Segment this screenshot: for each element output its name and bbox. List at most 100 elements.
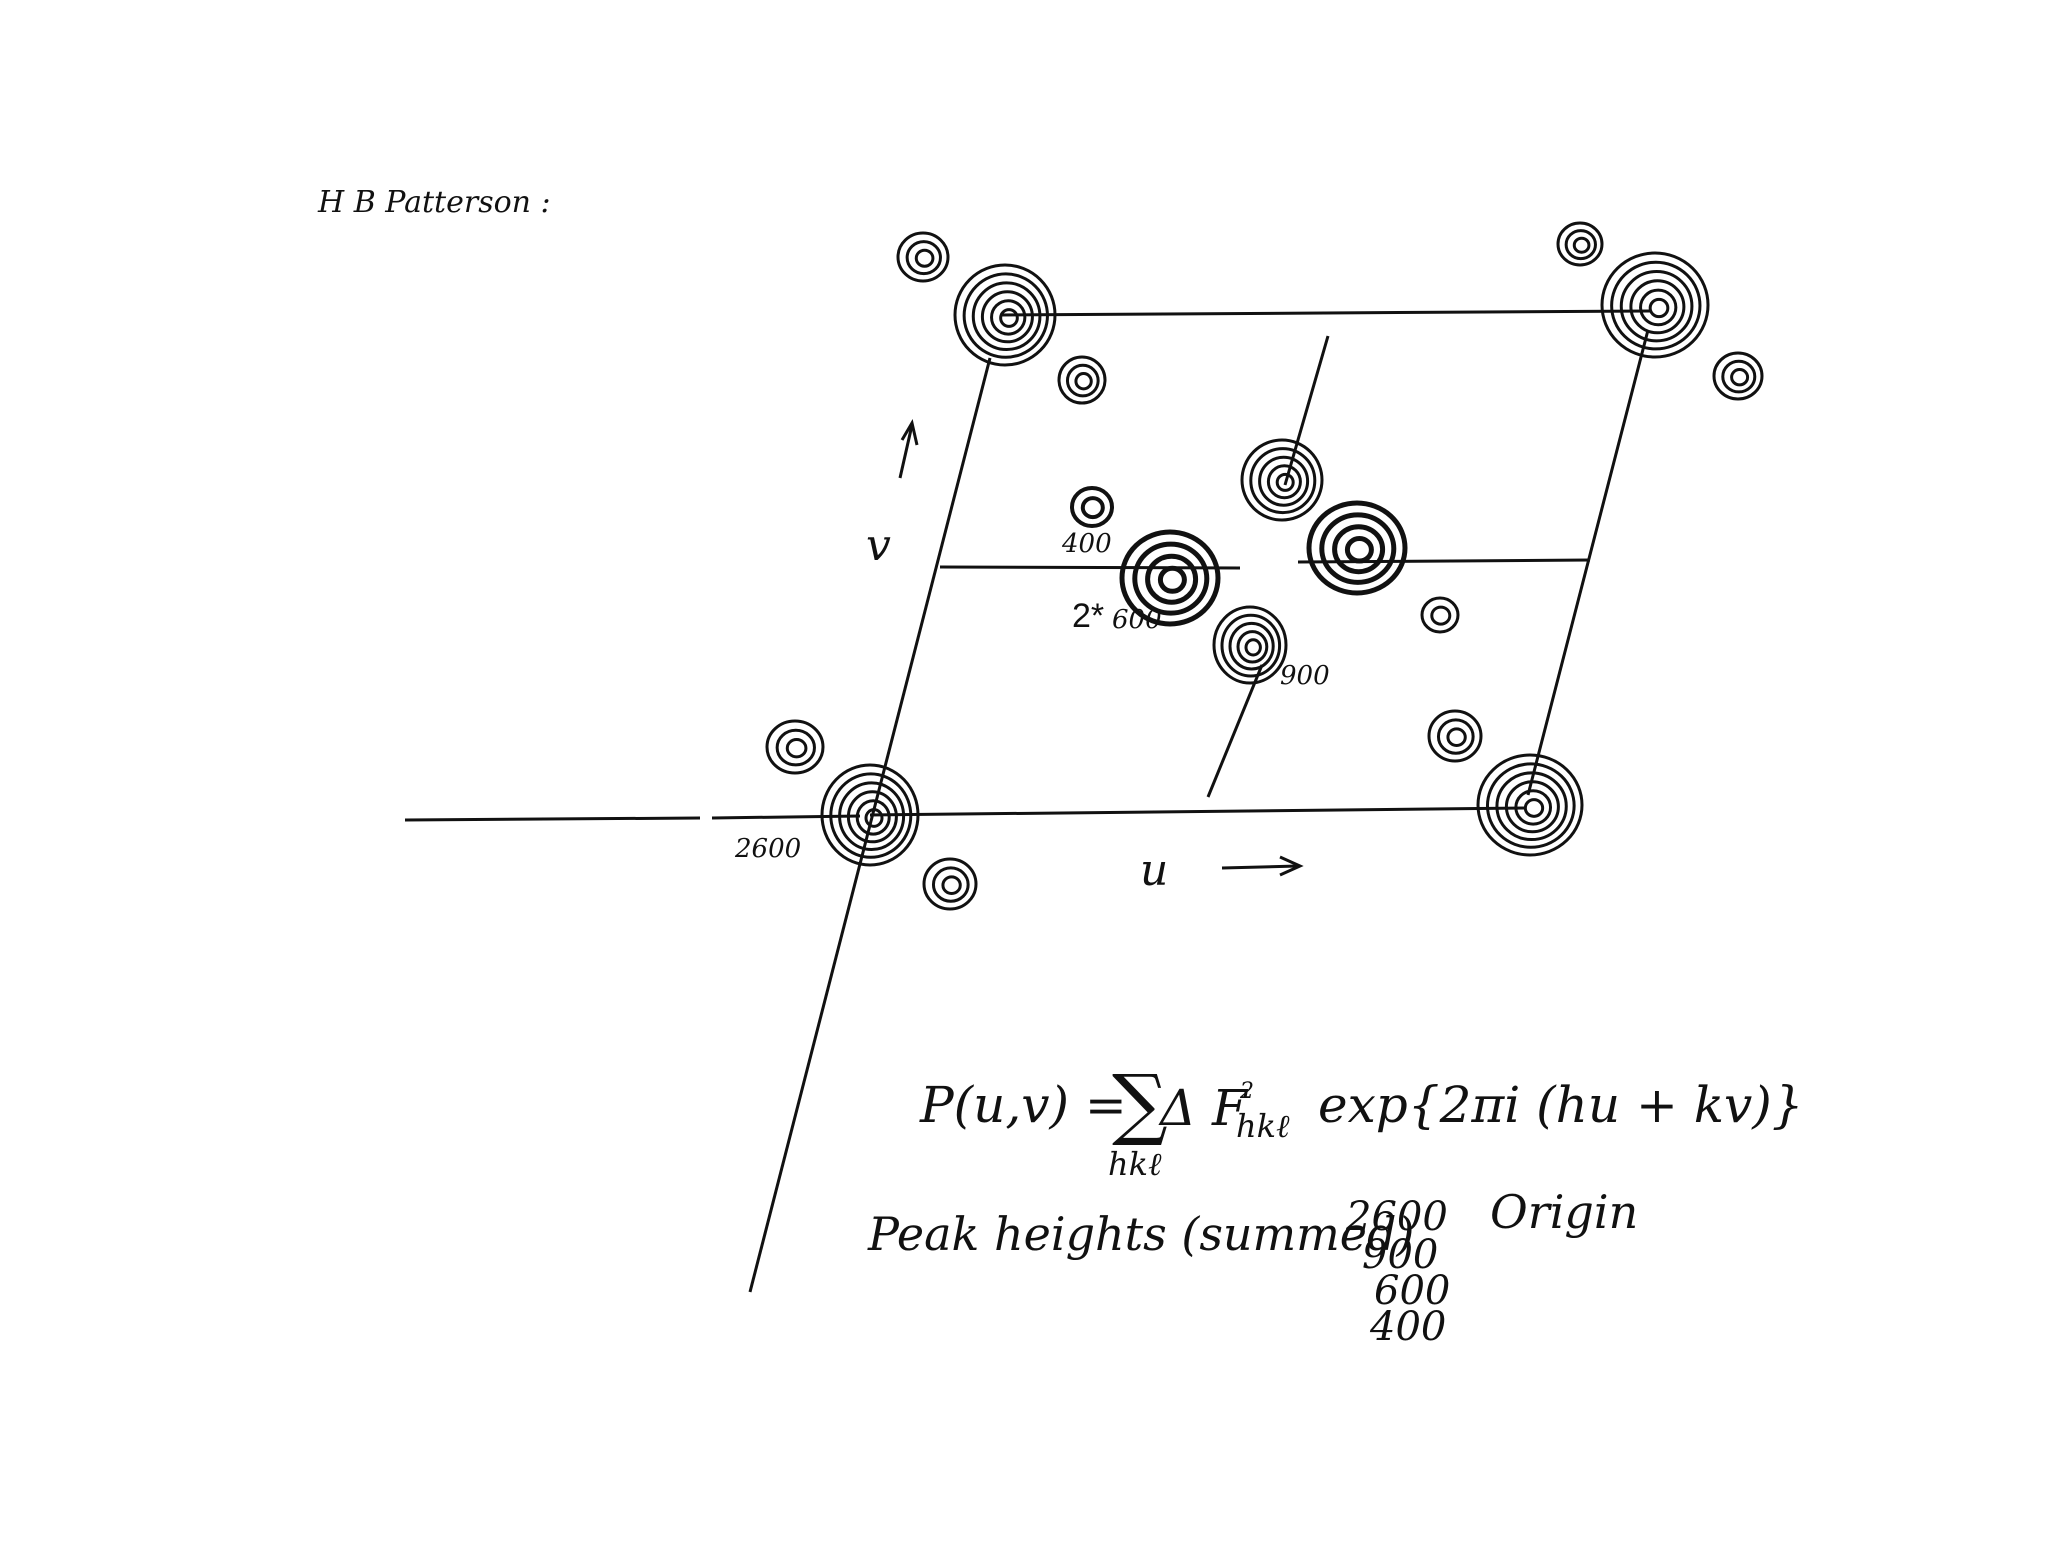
v-arrow-icon <box>898 418 919 479</box>
peak-height-value-2: 900 <box>1362 1232 1438 1278</box>
origin-peak-bottom-right-contour <box>1504 780 1560 834</box>
peak-900-upper-contour <box>1266 464 1302 500</box>
peak-small-left-outer-contour <box>785 738 808 759</box>
peak-small-right-center-contour <box>1420 596 1460 634</box>
origin-peak-top-left-contour <box>990 299 1027 336</box>
peak-small-lower-right-contour <box>1436 718 1475 755</box>
peak-heights-label: Peak heights (summed) <box>867 1207 1414 1261</box>
origin-peak-bottom-left-contour <box>838 781 906 852</box>
formula-delta-f: Δ F <box>1158 1079 1249 1137</box>
origin-peak-bottom-left-contour <box>855 799 891 836</box>
peak-small-top-left-outer-contour <box>896 231 950 283</box>
peak-small-left-outer-contour <box>775 728 816 767</box>
peak-900-upper-contour <box>1275 472 1295 492</box>
origin-peak-top-left <box>953 263 1057 367</box>
cell-edge-top <box>999 309 1651 317</box>
peak-600-label: 600 <box>1112 605 1162 635</box>
origin-peak-bottom-right <box>1476 753 1584 857</box>
origin-peak-bottom-right-contour <box>1514 789 1553 826</box>
peak-small-right-center-contour <box>1430 605 1452 626</box>
origin-peak-top-right-contour <box>1629 279 1686 335</box>
origin-peak-top-right <box>1600 251 1710 359</box>
origin-peak-top-right-contour <box>1600 251 1710 359</box>
peak-small-upper-left-inner-contour <box>1065 363 1100 398</box>
peak-small-bottom-outer-contour <box>931 866 970 903</box>
peak-600-right-contour <box>1319 512 1397 585</box>
peak-900-lower-contour <box>1212 605 1288 685</box>
mid-vertical-upper <box>1283 335 1330 486</box>
formula-lhs: P(u,v) = <box>919 1076 1127 1134</box>
peak-small-upper-left-inner-contour <box>1074 372 1093 391</box>
peak-600-left-contour <box>1157 565 1187 594</box>
origin-peak-top-right-contour <box>1648 297 1670 319</box>
peak-small-top-left-outer-contour <box>914 248 935 268</box>
peak-height-value-1: 2600 <box>1345 1194 1448 1240</box>
peak-900-upper-contour <box>1258 455 1310 507</box>
peak-400-center-contour <box>1080 496 1105 520</box>
peak-small-right-outer-contour <box>1730 368 1750 387</box>
peak-900-lower-contour <box>1236 630 1269 664</box>
origin-peak-bottom-right-contour <box>1476 753 1584 857</box>
peak-small-left-outer-contour <box>765 719 825 775</box>
peak-600-left <box>1119 529 1221 627</box>
formula-exponential: exp{2πi (hu + kv)} <box>1318 1076 1804 1134</box>
peak-900-lower-contour <box>1244 638 1262 657</box>
sum-index: hkℓ <box>1108 1145 1162 1183</box>
peak-600-right-contour <box>1306 500 1408 596</box>
peak-small-top-right-outer-contour <box>1572 236 1591 254</box>
origin-peak-top-left-contour <box>953 263 1057 367</box>
peak-600-left-contour <box>1119 529 1221 627</box>
peak-400-center-contour <box>1070 486 1114 528</box>
cell-edge-bottom <box>869 806 1526 817</box>
formula-superscript: 2 <box>1239 1079 1254 1104</box>
u-arrow-icon <box>1221 855 1304 877</box>
peak-small-right-outer-contour <box>1712 351 1764 401</box>
peak-small-top-right-outer <box>1556 221 1604 267</box>
origin-peak-top-left-contour <box>980 290 1034 344</box>
title: H B Patterson : <box>317 185 551 220</box>
origin-peak-top-left-contour <box>999 308 1019 328</box>
peak-small-top-right-outer-contour <box>1564 229 1597 261</box>
peaks-group <box>765 221 1764 911</box>
cell-edge-right <box>1526 329 1650 796</box>
formula-subscript: hkℓ <box>1236 1107 1290 1145</box>
peak-small-upper-left-inner-contour <box>1057 355 1107 405</box>
peak-small-top-right-outer-contour <box>1556 221 1604 267</box>
origin-note: Origin <box>1490 1185 1638 1239</box>
origin-peak-top-right-contour <box>1619 270 1694 343</box>
multiplicity-annotation: 2* <box>1072 597 1104 635</box>
peak-900-label: 900 <box>1280 661 1330 691</box>
peak-900-upper-contour <box>1240 438 1324 522</box>
peak-600-left-contour <box>1132 541 1210 616</box>
peak-height-value-3: 600 <box>1374 1268 1450 1314</box>
peak-900-upper-contour <box>1249 447 1317 515</box>
peak-small-bottom-outer-contour <box>922 857 978 911</box>
origin-peak-bottom-right-contour <box>1495 771 1568 842</box>
u-axis-label: u <box>1140 845 1168 896</box>
peak-small-lower-right-contour <box>1427 709 1483 763</box>
sigma-symbol: ∑ <box>1112 1059 1168 1149</box>
origin-peak-bottom-left <box>820 763 920 867</box>
peak-small-bottom-outer-contour <box>941 875 962 896</box>
origin-peak-bottom-right-contour <box>1485 762 1576 849</box>
peak-heights: Peak heights (summed) 2600 900 600 400 O… <box>867 1185 1638 1350</box>
peak-900-upper <box>1240 438 1324 522</box>
origin-peak-top-right-contour <box>1610 260 1702 351</box>
origin-peak-bottom-left-contour <box>864 808 884 828</box>
peak-600-right <box>1306 500 1408 596</box>
peak-900-lower <box>1212 605 1288 685</box>
peak-600-right-contour <box>1332 524 1386 575</box>
v-axis-label: v <box>866 520 891 571</box>
u-axis-line-2 <box>711 814 861 820</box>
peak-900-lower-contour <box>1220 613 1282 678</box>
peak-height-value-4: 400 <box>1369 1304 1446 1350</box>
peak-400-label: 400 <box>1061 529 1112 559</box>
peak-small-right-center <box>1420 596 1460 634</box>
origin-peak-bottom-left-contour <box>846 790 898 844</box>
origin-peak-bottom-right-contour <box>1523 798 1545 818</box>
peak-small-right-outer-contour <box>1721 359 1757 394</box>
unit-cell <box>404 309 1651 1293</box>
patterson-formula: P(u,v) = ∑ Δ F 2 hkℓ exp{2πi (hu + kv)} … <box>919 1059 1804 1183</box>
origin-peak-bottom-left-contour <box>829 772 913 859</box>
